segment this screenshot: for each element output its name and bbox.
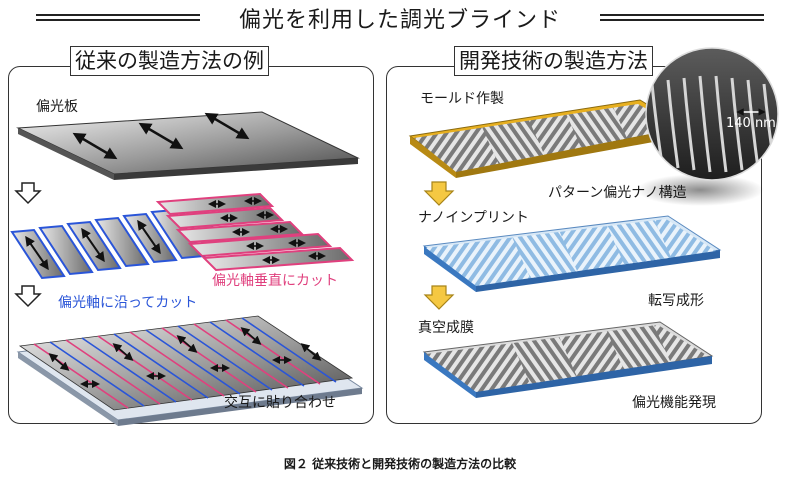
right-step-arrow-1	[423, 181, 455, 206]
label-nanoimprint: ナノインプリント	[418, 210, 529, 226]
title-bar: 偏光を利用した調光ブラインド	[0, 0, 800, 36]
label-polarizer: 偏光板	[36, 99, 78, 115]
left-panel-heading: 従来の製造方法の例	[70, 46, 269, 76]
polarizer-plate	[16, 111, 360, 180]
label-polarization: 偏光機能発現	[632, 395, 716, 411]
sem-scale-label: 140 nm	[726, 116, 776, 131]
label-mold: モールド作製	[420, 91, 504, 107]
title-rule-left-bottom	[36, 19, 206, 21]
left-step-arrow-2	[14, 285, 42, 308]
label-transfer: 転写成形	[648, 293, 704, 309]
label-cut-along: 偏光軸に沿ってカット	[58, 295, 198, 311]
title-rule-right-top	[594, 14, 764, 16]
label-pattern: パターン偏光ナノ構造	[548, 185, 687, 201]
label-alternate-bond: 交互に貼り合わせ	[224, 395, 336, 411]
figure-caption: 図２ 従来技術と開発技術の製造方法の比較	[283, 457, 517, 471]
left-step-arrow-1	[14, 182, 42, 205]
figure-title: 偏光を利用した調光ブラインド	[200, 2, 600, 34]
title-rule-left-top	[36, 14, 206, 16]
label-cut-perpendicular: 偏光軸垂直にカット	[212, 273, 338, 289]
right-step-arrow-2	[423, 285, 455, 310]
label-vacuum: 真空成膜	[418, 320, 474, 336]
title-rule-right-bottom	[594, 19, 764, 21]
right-panel-heading: 開発技術の製造方法	[454, 46, 653, 76]
bonded-stack	[16, 315, 364, 426]
pink-cut-strips	[155, 192, 355, 272]
sem-inset	[636, 47, 779, 206]
